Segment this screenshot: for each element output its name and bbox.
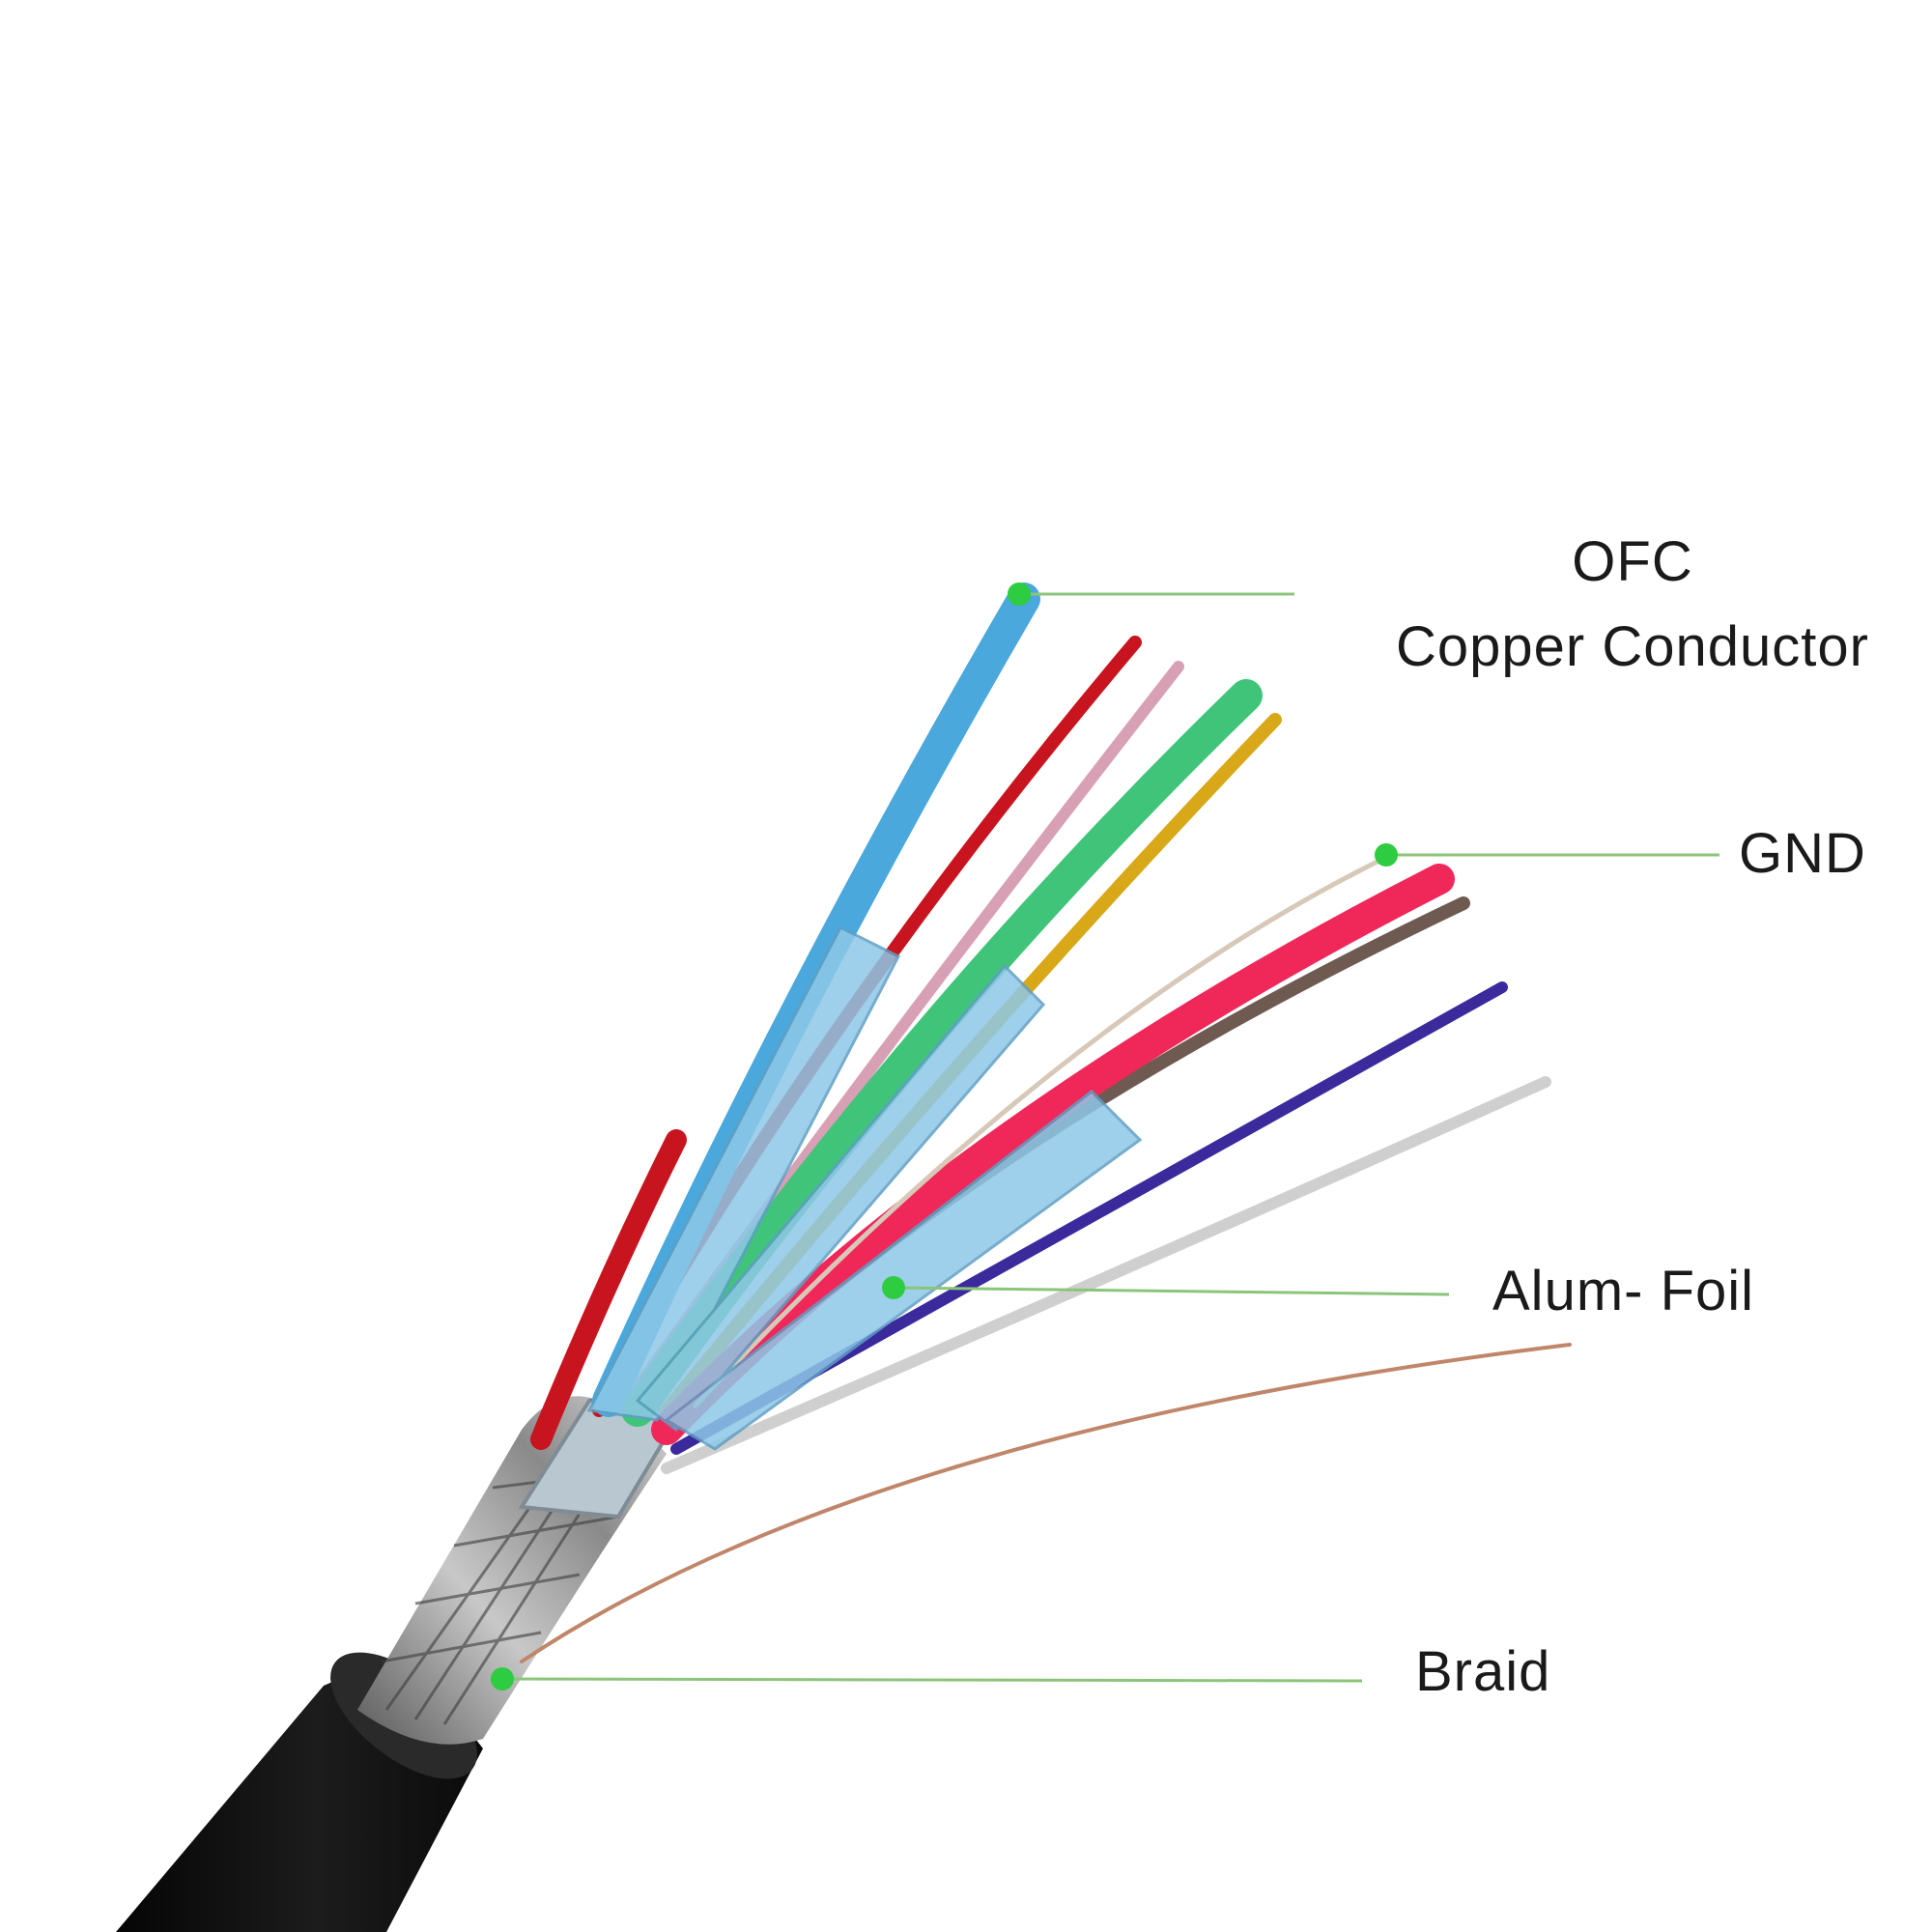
- leader-dots: [491, 582, 1398, 1690]
- leader-line-foil: [893, 1286, 1450, 1296]
- braid-label: Braid: [1415, 1640, 1551, 1703]
- gnd-label: GND: [1739, 822, 1866, 885]
- wire-red-lower: [530, 1129, 687, 1450]
- foil-wrap-center: [635, 963, 1046, 1433]
- leader-dot-conductor: [1008, 582, 1031, 606]
- conductor-label: OFC Copper Conductor: [1343, 520, 1922, 690]
- foil-wrap-right: [664, 1090, 1143, 1451]
- leader-dot-foil: [882, 1276, 905, 1299]
- foil-wraps: [586, 924, 1143, 1451]
- leader-dot-braid: [491, 1667, 514, 1690]
- leader-line-braid: [501, 1677, 1363, 1683]
- conductor-label-line2: Copper Conductor: [1396, 615, 1869, 678]
- leader-lines: [501, 592, 1719, 1683]
- alum-foil-label: Alum- Foil: [1492, 1260, 1755, 1322]
- wire-drain: [520, 1343, 1572, 1663]
- leader-dot-gnd: [1375, 843, 1398, 867]
- conductor-label-line1: OFC: [1572, 530, 1693, 593]
- foil-wrap-left: [586, 924, 901, 1422]
- wire-white: [661, 1076, 1551, 1474]
- wire-gnd: [693, 852, 1394, 1408]
